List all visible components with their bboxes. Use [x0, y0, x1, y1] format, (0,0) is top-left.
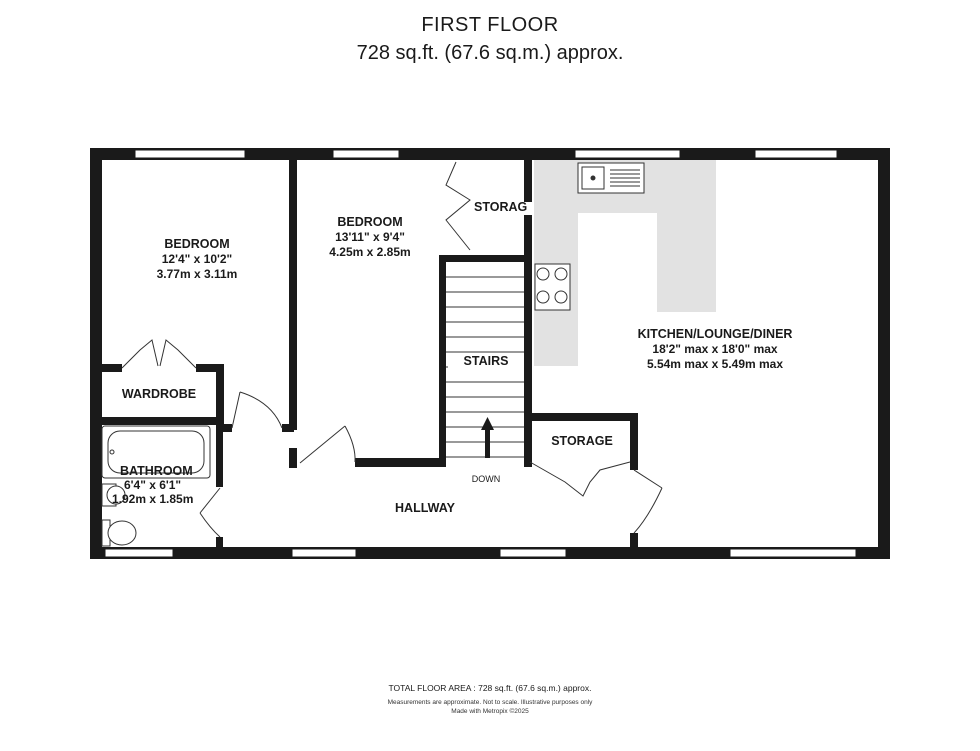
- bedroom-2-dim-imperial: 13'11" x 9'4": [335, 230, 405, 244]
- bathroom-label: BATHROOM 6'4" x 6'1" 1.92m x 1.85m: [112, 464, 222, 506]
- bedroom-2-dim-metric: 4.25m x 2.85m: [329, 245, 411, 259]
- stairs-direction: DOWN: [471, 474, 501, 484]
- kitchen-label: KITCHEN/LOUNGE/DINER 18'2" max x 18'0" m…: [600, 327, 830, 372]
- bathroom-dim-imperial: 6'4" x 6'1": [124, 478, 182, 492]
- bath-icon: [101, 425, 211, 479]
- bedroom-1-dim-imperial: 12'4" x 10'2": [161, 252, 233, 266]
- basin-icon: [101, 483, 126, 507]
- stairs-label: STAIRS: [448, 354, 524, 369]
- sink-icon: [577, 162, 645, 194]
- bedroom-2-label: BEDROOM 13'11" x 9'4" 4.25m x 2.85m: [300, 215, 440, 260]
- storage-label: STORAGE: [551, 434, 613, 448]
- bathroom-name: BATHROOM: [120, 464, 193, 478]
- windows: [104, 149, 857, 558]
- footer-total-area: TOTAL FLOOR AREA : 728 sq.ft. (67.6 sq.m…: [388, 683, 592, 693]
- kitchen-dim-metric: 5.54m max x 5.49m max: [646, 357, 784, 371]
- hob-icon: [534, 263, 571, 311]
- kitchen-dim-imperial: 18'2" max x 18'0" max: [652, 342, 778, 356]
- stairs-arrow-icon: [481, 417, 494, 458]
- hallway-label: HALLWAY: [395, 501, 455, 515]
- footer-disclaimer: Measurements are approximate. Not to sca…: [387, 699, 593, 706]
- floor-title: FIRST FLOOR: [421, 14, 559, 36]
- footer-made-with: Made with Metropix ©2025: [451, 708, 529, 715]
- toilet-icon: [101, 519, 137, 547]
- storage-top-label: STORAG: [474, 200, 528, 214]
- bedroom-1-dim-metric: 3.77m x 3.11m: [156, 267, 238, 281]
- wardrobe-label: WARDROBE: [121, 387, 197, 401]
- walls: [90, 148, 890, 559]
- bathroom-dim-metric: 1.92m x 1.85m: [112, 492, 194, 506]
- kitchen-name: KITCHEN/LOUNGE/DINER: [637, 327, 793, 341]
- floor-area: 728 sq.ft. (67.6 sq.m.) approx.: [356, 42, 624, 64]
- doors: [121, 161, 663, 538]
- bedroom-1-label: BEDROOM 12'4" x 10'2" 3.77m x 3.11m: [112, 237, 282, 282]
- bedroom-2-name: BEDROOM: [337, 215, 403, 229]
- bedroom-1-name: BEDROOM: [164, 237, 230, 251]
